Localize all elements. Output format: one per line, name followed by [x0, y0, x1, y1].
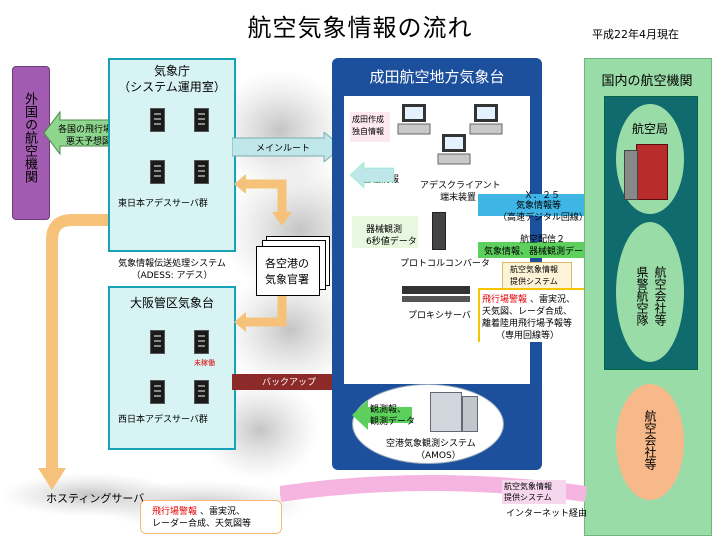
- bottom-provider-label-1: 航空気象情報: [504, 482, 552, 491]
- obs-data-label-2: 観測データ: [370, 417, 416, 427]
- west-server-group-label: 西日本アデスサーバ群: [118, 415, 208, 425]
- dedicated-text-bg: [480, 290, 586, 342]
- foreign-agencies-box: [12, 66, 50, 220]
- x25-label: Ｘ．２５: [524, 191, 561, 201]
- mainframe-icon: [636, 144, 668, 200]
- amos-ellipse: [352, 384, 504, 464]
- adess-caption-2: （ADESS: アデス）: [131, 271, 213, 281]
- server-icon: [194, 108, 209, 132]
- mainframe-icon-side: [624, 150, 638, 200]
- protocol-converter-icon: [432, 212, 446, 250]
- date-label: 平成22年4月現在: [592, 28, 679, 41]
- jma-panel: [108, 58, 236, 252]
- proxy-server-icon-2: [402, 296, 470, 302]
- computer-icons: [397, 104, 503, 165]
- adess-caption-1: 気象情報伝送処理システム: [118, 259, 226, 269]
- amos-label-1: 空港気象観測システム: [386, 439, 476, 449]
- bottom-rest-2: レーダー合成、天気図等: [152, 519, 252, 529]
- server-icon: [150, 160, 165, 184]
- haishin-arrow: [478, 238, 604, 262]
- narita-header: 成田航空地方気象台: [369, 68, 505, 86]
- dedicated-line-1: 天気図、レーダ合成、: [482, 307, 573, 317]
- dedicated-line-2: 離着陸用飛行場予報等: [482, 319, 573, 329]
- bottom-highlight: 飛行場警報: [152, 507, 198, 517]
- dedicated-rest: 、雷実況、: [530, 295, 576, 305]
- jma-header: 気象庁: [153, 64, 190, 78]
- backup-label: バックアップ: [262, 378, 317, 388]
- server-icon: [150, 108, 165, 132]
- provider-label-1: 航空気象情報: [510, 265, 558, 274]
- osaka-header: 大阪管区気象台: [129, 296, 214, 310]
- narita-own-info-2: 独自情報: [352, 127, 384, 136]
- backup-arrow: [232, 370, 352, 394]
- internet-label: インターネット経由: [506, 509, 588, 519]
- airport-office-label-2: 気象官署: [265, 273, 309, 286]
- proxy-server-icon: [402, 286, 470, 294]
- amos-equipment-icon-2: [462, 396, 478, 432]
- haishin-label: 航空配信２: [520, 235, 566, 245]
- amos-equipment-icon: [430, 392, 462, 432]
- narita-own-info-box: [350, 112, 390, 142]
- civil-aviation-label: 航空局: [632, 122, 669, 136]
- dedicated-line-3: （専用回線等）: [496, 331, 560, 341]
- hosting-server-label: ホスティングサーバ: [46, 492, 145, 505]
- domestic-header: 国内の航空機関: [601, 74, 693, 89]
- bottom-rest-1: 、雷実況、: [200, 507, 246, 517]
- obs-data-arrow: [352, 400, 412, 430]
- adess-client-label-1: アデスクライアント: [420, 181, 501, 191]
- page-title: 航空気象情報の流れ: [247, 14, 473, 42]
- bottom-provider-label-2: 提供システム: [504, 493, 552, 502]
- hosting-link-arrow: [38, 214, 108, 490]
- foreign-agencies-label: 外国の航空機関: [22, 92, 37, 183]
- obs-data-label-1: 観測報、: [370, 405, 407, 415]
- server-icon: [150, 380, 165, 404]
- foreign-arrow-text-1: 各国の飛行場予報、: [58, 125, 140, 135]
- jma-subheader: （システム運用室）: [118, 80, 226, 94]
- foreign-arrow-text-2: 悪天予想図等: [66, 137, 121, 147]
- protocol-converter-label: プロトコルコンバータ: [400, 259, 490, 269]
- provider-label-2: 提供システム: [510, 277, 558, 286]
- airline-label-a: 航空会社等: [653, 266, 667, 326]
- airport-office-box: [256, 246, 320, 296]
- police-label: 県警航空隊: [635, 266, 649, 326]
- narita-own-info-1: 成田作成: [352, 115, 384, 124]
- instrument-data-box: [352, 216, 418, 248]
- bottom-provider-box: [502, 480, 566, 504]
- osaka-panel: [108, 286, 236, 450]
- server-icon: [194, 380, 209, 404]
- main-route-label: メインルート: [256, 144, 311, 154]
- server-icon: [150, 330, 165, 354]
- amos-label-2: （AMOS）: [416, 451, 461, 461]
- adess-client-label-2: 端末装置: [440, 193, 477, 203]
- airline-ellipse: [616, 384, 684, 500]
- instrument-label-1: 器械観測: [366, 225, 403, 235]
- server-icon: [194, 160, 209, 184]
- various-info-arrow: [350, 161, 394, 189]
- instrument-label-2: 6秒値データ: [366, 237, 417, 247]
- bottom-info-box: [140, 500, 282, 534]
- x25-desc-1: 気象情報等: [516, 201, 562, 211]
- dedicated-highlight: 飛行場警報: [482, 295, 528, 305]
- airline-label-b: 航空会社等: [643, 410, 657, 470]
- airport-office-label-1: 各空港の: [265, 257, 309, 270]
- proxy-server-label: プロキシサーバ: [408, 311, 471, 321]
- east-server-group-label: 東日本アデスサーバ群: [118, 199, 208, 209]
- x25-arrow: [478, 186, 602, 224]
- police-ellipse: [616, 222, 684, 362]
- haishin-desc: 気象情報、器械観測データ: [484, 247, 593, 257]
- pending-label: 未稼働: [194, 359, 215, 367]
- server-icon: [194, 330, 209, 354]
- x25-desc-2: （高速デジタル回線）: [498, 213, 588, 223]
- provider-box: [502, 262, 572, 290]
